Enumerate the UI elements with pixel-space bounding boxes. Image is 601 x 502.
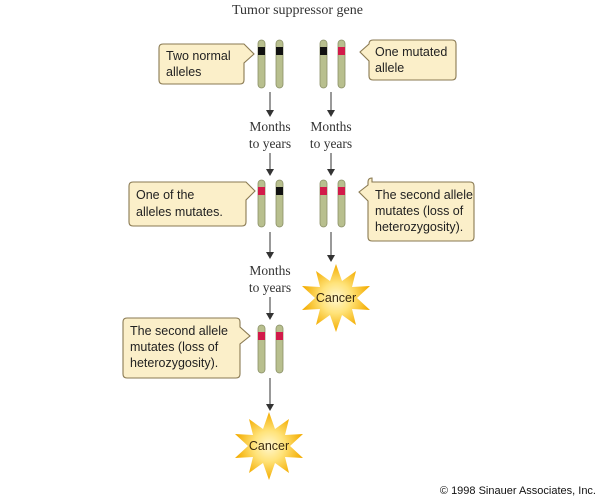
arrow-head (327, 110, 335, 117)
callout-line: Two normal (166, 49, 231, 63)
callout-line: The second allele (130, 324, 228, 338)
cancer-burst-right: Cancer (302, 264, 370, 332)
time-label: to years (310, 136, 352, 151)
callout-line: One of the (136, 188, 194, 202)
callout-line: The second allele (375, 188, 473, 202)
arrow-head (266, 110, 274, 117)
callout-line: alleles mutates. (136, 205, 223, 219)
callout-line: mutates (loss of (130, 340, 219, 354)
callout-line: One mutated (375, 45, 447, 59)
allele-band-normal (276, 47, 283, 55)
callout-loss-of-heterozygosity-right: The second allele mutates (loss of heter… (358, 177, 475, 242)
copyright-notice: © 1998 Sinauer Associates, Inc. (440, 485, 596, 497)
callout-two-normal-alleles: Two normal alleles (158, 43, 255, 85)
time-label: to years (249, 136, 291, 151)
chromosome-pair-both-mutated-right (319, 179, 346, 228)
chromosome-pair-two-normal (257, 39, 284, 89)
cancer-label: Cancer (249, 439, 289, 453)
allele-band-mutated (338, 47, 345, 55)
allele-band-mutated (258, 187, 265, 195)
chromosome-pair-one-mutates (257, 179, 284, 228)
allele-band-normal (320, 47, 327, 55)
callout-line: allele (375, 61, 404, 75)
arrow-head (266, 404, 274, 411)
burst-shape (302, 264, 370, 332)
allele-band-mutated (338, 187, 345, 195)
allele-band-mutated (276, 332, 283, 340)
chromosome-pair-one-mutated (319, 39, 346, 89)
chromosome-pair-both-mutated-left (257, 324, 284, 374)
callout-line: heterozygosity). (375, 220, 463, 234)
time-label: Months (249, 263, 290, 278)
arrow-head (327, 255, 335, 262)
allele-band-normal (276, 187, 283, 195)
allele-band-normal (258, 47, 265, 55)
callout-one-allele-mutates: One of the alleles mutates. (128, 181, 256, 227)
burst-shape (235, 412, 303, 480)
time-label: to years (249, 280, 291, 295)
allele-band-mutated (320, 187, 327, 195)
time-label: Months (310, 119, 351, 134)
callout-line: heterozygosity). (130, 356, 218, 370)
allele-band-mutated (258, 332, 265, 340)
arrow-head (266, 169, 274, 176)
arrow-head (266, 313, 274, 320)
callout-line: alleles (166, 65, 201, 79)
cancer-label: Cancer (316, 291, 356, 305)
diagram-title: Tumor suppressor gene (232, 3, 363, 18)
callout-loss-of-heterozygosity-left: The second allele mutates (loss of heter… (122, 317, 251, 379)
arrow-head (266, 252, 274, 259)
callout-line: mutates (loss of (375, 204, 464, 218)
arrow-head (327, 169, 335, 176)
time-label: Months (249, 119, 290, 134)
callout-one-mutated-allele: One mutated allele (359, 39, 457, 81)
cancer-burst-left: Cancer (235, 412, 303, 480)
